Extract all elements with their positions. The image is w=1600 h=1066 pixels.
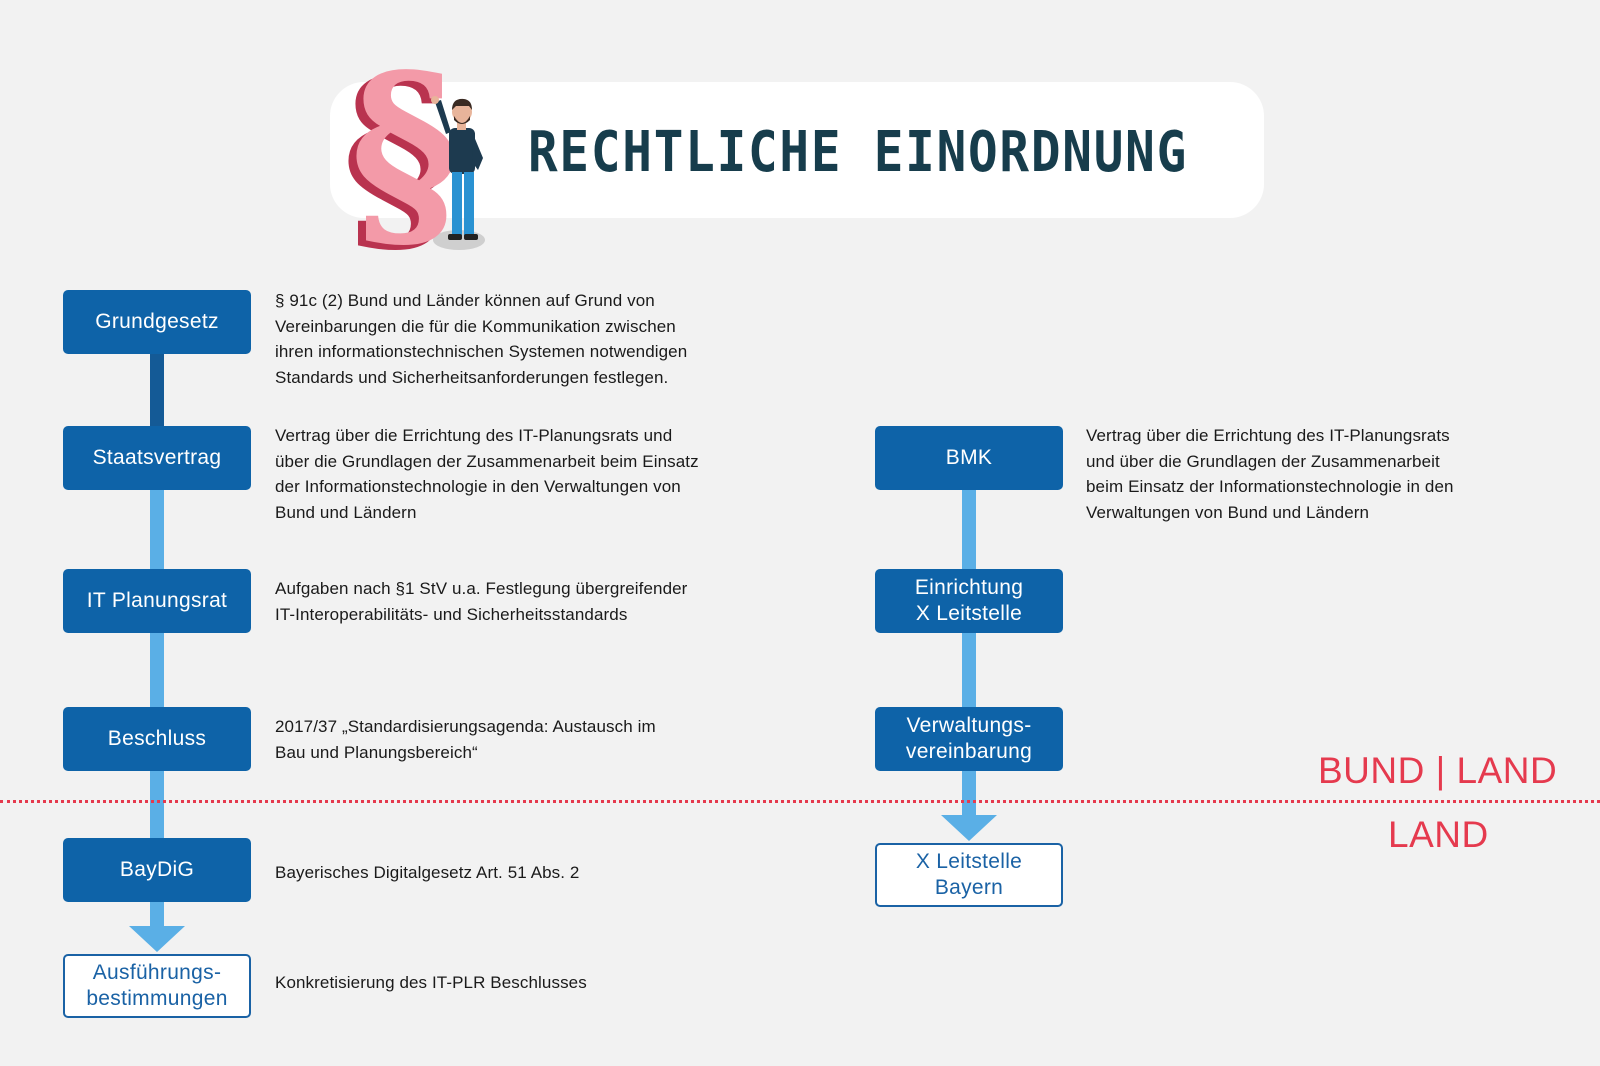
right-box-2: Einrichtung X Leitstelle <box>875 569 1063 633</box>
left-arrowhead <box>129 926 185 952</box>
left-connector-4 <box>150 771 164 838</box>
left-description-3: Aufgaben nach §1 StV u.a. Festlegung übe… <box>275 579 688 624</box>
left-connector-2 <box>150 490 164 569</box>
page-title: RECHTLICHE EINORDNUNG <box>528 120 1189 185</box>
region-label-bund-land: BUND | LAND <box>1318 750 1558 791</box>
right-connector-1 <box>962 490 976 569</box>
title-banner <box>330 82 1264 218</box>
right-description-1: Vertrag über die Errichtung des IT-Planu… <box>1086 426 1454 522</box>
right-arrowhead <box>941 815 997 841</box>
left-box-5: BayDiG <box>63 838 251 902</box>
left-description-6: Konkretisierung des IT-PLR Beschlusses <box>275 973 587 992</box>
paragraph-sign-with-person-icon: § § <box>342 30 485 265</box>
svg-text:§: § <box>350 30 460 265</box>
left-box-2: Staatsvertrag <box>63 426 251 490</box>
left-connector-1 <box>150 354 164 426</box>
right-connector-2 <box>962 633 976 707</box>
left-description-5: Bayerisches Digitalgesetz Art. 51 Abs. 2 <box>275 863 580 882</box>
svg-text:§: § <box>342 33 452 265</box>
left-description-2: Vertrag über die Errichtung des IT-Planu… <box>275 426 699 522</box>
right-box-1: BMK <box>875 426 1063 490</box>
left-connector-5 <box>150 902 164 930</box>
left-description-4: 2017/37 „Standardisierungsagenda: Austau… <box>275 717 656 762</box>
left-box-4: Beschluss <box>63 707 251 771</box>
right-box-4: X Leitstelle Bayern <box>875 843 1063 907</box>
left-box-3: IT Planungsrat <box>63 569 251 633</box>
region-label-land: LAND <box>1388 814 1489 855</box>
left-description-1: § 91c (2) Bund und Länder können auf Gru… <box>275 291 688 387</box>
left-connector-3 <box>150 633 164 707</box>
right-connector-3 <box>962 771 976 819</box>
right-box-3: Verwaltungs- vereinbarung <box>875 707 1063 771</box>
left-box-1: Grundgesetz <box>63 290 251 354</box>
bund-land-divider <box>0 800 1600 803</box>
left-box-6: Ausführungs- bestimmungen <box>63 954 251 1018</box>
